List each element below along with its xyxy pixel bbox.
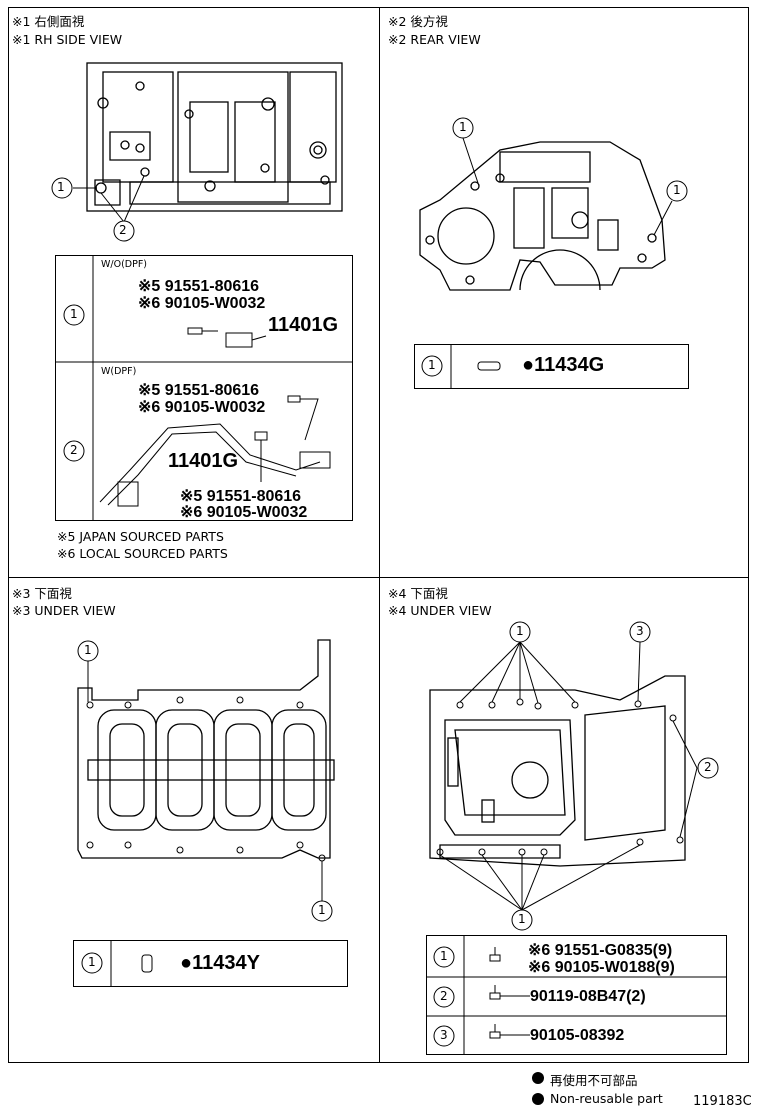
- callout-1: 1: [84, 643, 92, 657]
- part-number: ※6 90105-W0032: [138, 295, 266, 312]
- part-number: 90105-08392: [530, 1027, 625, 1044]
- panel1-parts-table: [55, 255, 353, 521]
- panel3-title-jp: ※3 下面視: [12, 586, 72, 601]
- callout-3: 3: [636, 624, 644, 638]
- callout-1: 1: [57, 180, 65, 194]
- callout-1: 1: [518, 912, 526, 926]
- callout-1: 1: [673, 183, 681, 197]
- panel4-title-en: ※4 UNDER VIEW: [388, 603, 492, 618]
- part-number: ※5 91551-80616: [138, 382, 260, 399]
- part-number: ※5 91551-80616: [180, 488, 302, 505]
- callout-2: 2: [704, 760, 712, 774]
- panel1-title-en: ※1 RH SIDE VIEW: [12, 32, 123, 47]
- part-number-non-reusable: ●11434G: [522, 354, 605, 376]
- legend-en: Non-reusable part: [550, 1091, 663, 1106]
- panel1-title-jp: ※1 右側面視: [12, 14, 85, 29]
- panel-divider-vertical: [379, 7, 380, 1063]
- panel2-parts-table: [414, 344, 689, 389]
- note-local-sourced: ※6 LOCAL SOURCED PARTS: [57, 546, 228, 561]
- condition-w-dpf: W(DPF): [101, 366, 137, 377]
- callout-1: 1: [516, 624, 524, 638]
- callout-1: 1: [459, 120, 467, 134]
- panel3-title-en: ※3 UNDER VIEW: [12, 603, 116, 618]
- panel2-title-en: ※2 REAR VIEW: [388, 32, 481, 47]
- diagram-frame: [8, 7, 749, 1063]
- part-number: ※6 90105-W0188(9): [528, 959, 675, 976]
- row-ref-3: 3: [440, 1028, 448, 1042]
- row-ref-1: 1: [70, 307, 78, 321]
- row-ref-1: 1: [440, 949, 448, 963]
- row-ref-1: 1: [428, 358, 436, 372]
- row-ref-1: 1: [88, 955, 96, 969]
- part-number: ※6 91551-G0835(9): [528, 942, 673, 959]
- part-number: ※5 91551-80616: [138, 278, 260, 295]
- part-number-non-reusable: ●11434Y: [180, 952, 260, 974]
- condition-wo-dpf: W/O(DPF): [101, 259, 147, 270]
- illustration-number: 119183C: [693, 1094, 752, 1109]
- panel3-parts-table: [73, 940, 348, 987]
- part-number: 90119-08B47(2): [530, 988, 646, 1005]
- row-ref-2: 2: [440, 989, 448, 1003]
- legend-jp: 再使用不可部品: [550, 1073, 638, 1088]
- panel4-title-jp: ※4 下面視: [388, 586, 448, 601]
- panel-divider-horizontal: [8, 577, 749, 578]
- callout-1: 1: [318, 903, 326, 917]
- note-japan-sourced: ※5 JAPAN SOURCED PARTS: [57, 529, 224, 544]
- assembly-number: 11401G: [168, 450, 239, 472]
- part-number: ※6 90105-W0032: [138, 399, 266, 416]
- callout-2: 2: [119, 223, 127, 237]
- row-ref-2: 2: [70, 443, 78, 457]
- panel4-parts-table: [426, 935, 727, 1055]
- panel2-title-jp: ※2 後方視: [388, 14, 448, 29]
- part-number: ※6 90105-W0032: [180, 504, 308, 521]
- assembly-number: 11401G: [268, 314, 339, 336]
